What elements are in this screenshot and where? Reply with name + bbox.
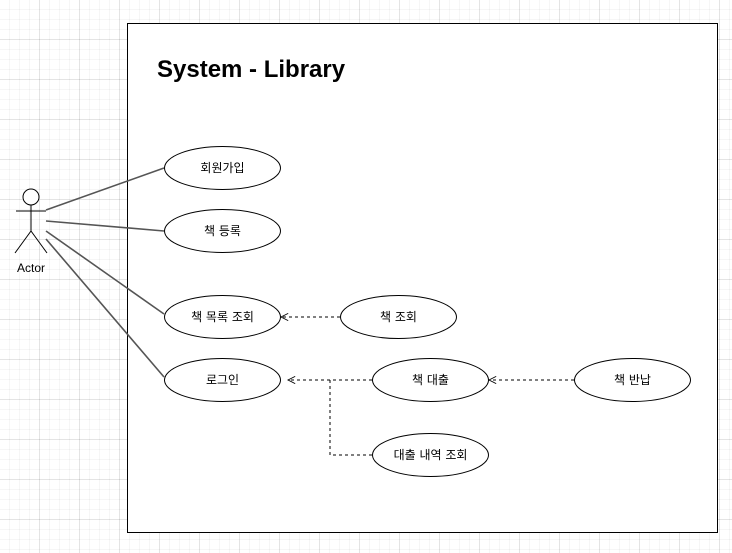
actor-label: Actor <box>17 261 45 275</box>
system-title: System - Library <box>157 56 346 83</box>
actor-right-leg <box>30 230 48 254</box>
association-register-book[interactable] <box>45 220 165 232</box>
usecase-borrow[interactable]: 책 대출 <box>372 358 489 402</box>
usecase-login-label: 로그인 <box>206 373 239 387</box>
usecase-book-search-label: 책 조회 <box>380 309 417 324</box>
usecase-book-search[interactable]: 책 조회 <box>340 295 457 339</box>
usecase-register-book[interactable]: 책 등록 <box>164 209 281 253</box>
dependency-history-to-login[interactable] <box>329 380 372 456</box>
usecase-login[interactable]: 로그인 <box>164 358 281 402</box>
usecase-book-list-label: 책 목록 조회 <box>191 309 254 324</box>
usecase-signup[interactable]: 회원가입 <box>164 146 281 190</box>
association-signup[interactable] <box>45 167 165 211</box>
usecase-signup-label: 회원가입 <box>200 161 244 175</box>
actor-left-leg <box>14 230 32 254</box>
usecase-loan-history[interactable]: 대출 내역 조회 <box>372 433 489 477</box>
usecase-return-label: 책 반납 <box>614 372 651 387</box>
usecase-borrow-label: 책 대출 <box>412 372 449 387</box>
association-login[interactable] <box>45 238 165 378</box>
actor-head <box>22 188 40 206</box>
usecase-return[interactable]: 책 반납 <box>574 358 691 402</box>
association-book-list[interactable] <box>45 230 165 315</box>
actor-stick-figure[interactable] <box>14 188 48 254</box>
usecase-register-book-label: 책 등록 <box>204 223 241 238</box>
usecase-loan-history-label: 대출 내역 조회 <box>394 448 468 462</box>
usecase-book-list[interactable]: 책 목록 조회 <box>164 295 281 339</box>
